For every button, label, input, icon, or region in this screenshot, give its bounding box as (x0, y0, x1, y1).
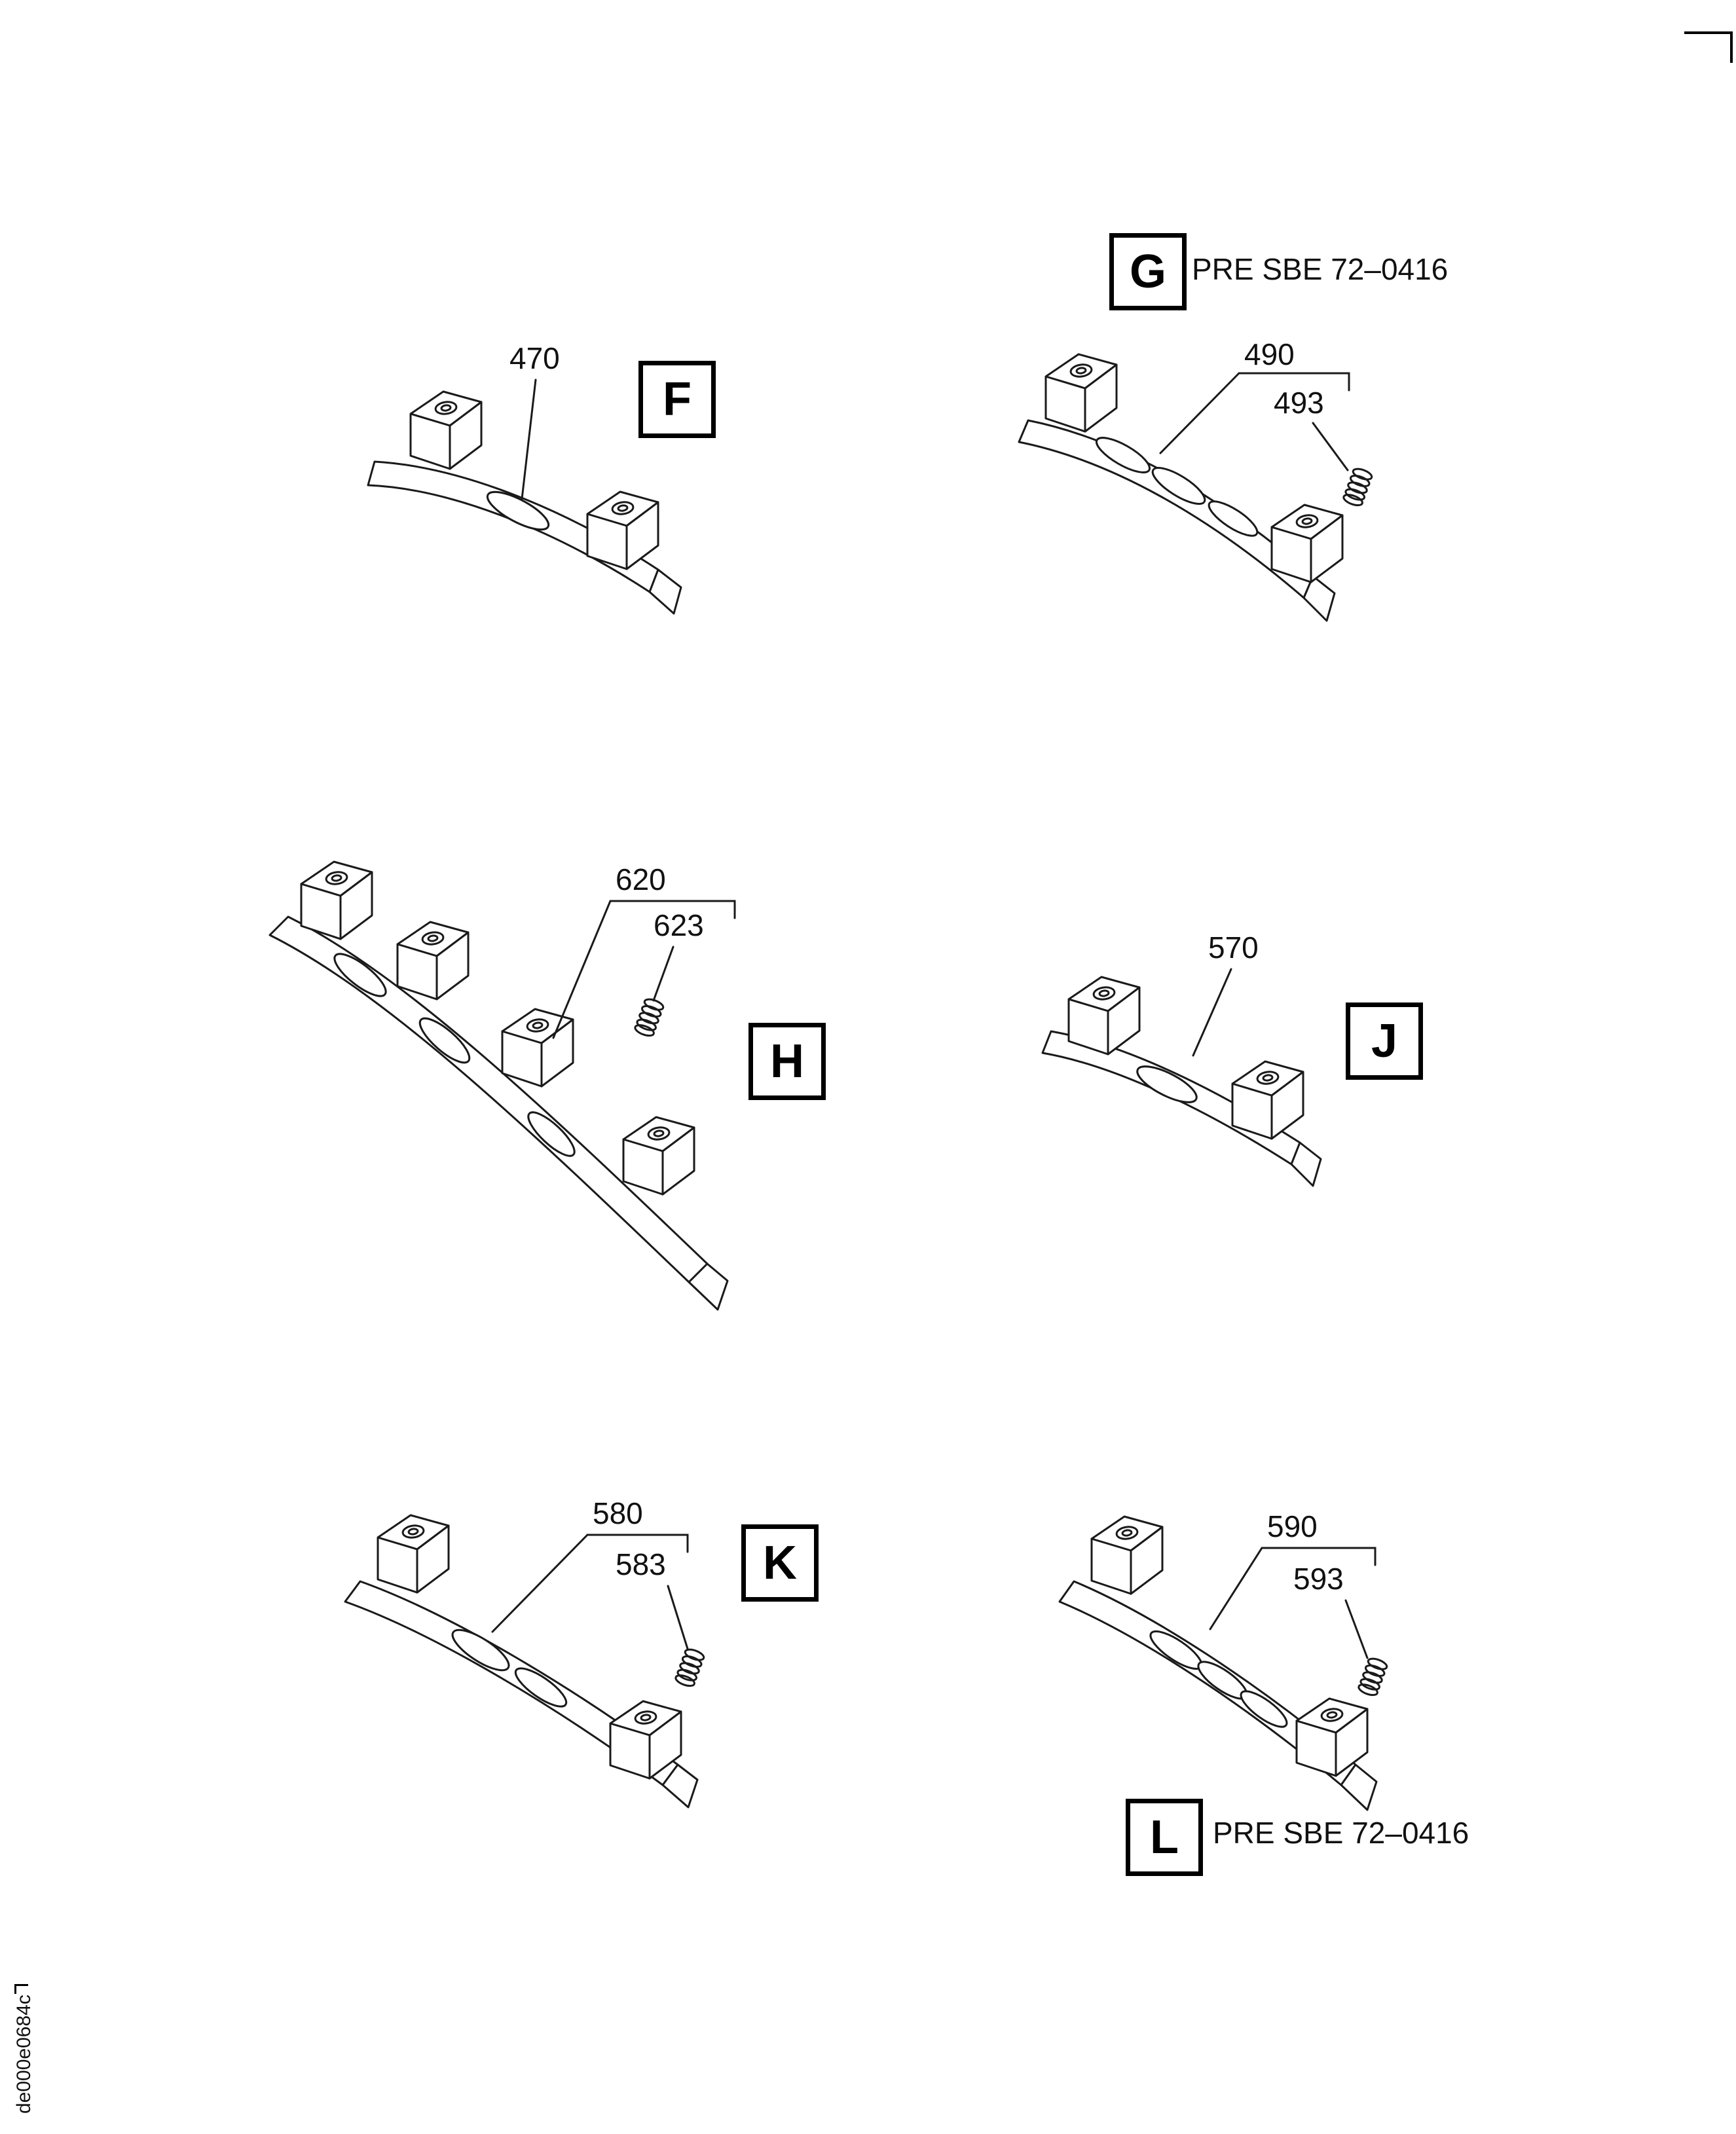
leader-line (667, 1585, 689, 1650)
callout-part-number: 470 (509, 341, 560, 375)
mounting-block (1067, 976, 1141, 1056)
panel-g: 490 493 G PRE SBE 72–0416 (982, 223, 1506, 668)
callout-bracket (1238, 372, 1350, 392)
end-flange (688, 1262, 729, 1311)
mounting-block (396, 921, 470, 1001)
panel-f: 470 F (367, 327, 733, 635)
panel-letter-box-f: F (638, 361, 716, 438)
mounting-block (300, 860, 373, 940)
panel-letter: K (763, 1537, 797, 1589)
panel-letter: H (770, 1035, 804, 1088)
leader-line (1312, 422, 1349, 471)
callout-part-number: 570 (1208, 930, 1259, 965)
end-flange (661, 1763, 699, 1809)
panel-k: 580 583 K (314, 1480, 838, 1860)
code-corner-mark (14, 1984, 28, 1994)
leader-line (652, 946, 674, 1002)
callout-part-number: 490 (1244, 337, 1295, 371)
callout-part-number: 620 (616, 862, 666, 896)
leader-line (552, 900, 612, 1039)
rail-hole (418, 1017, 471, 1064)
rail-hole (527, 1111, 576, 1157)
leader-line (1159, 372, 1240, 454)
coil-spring (1341, 466, 1375, 509)
callout-spring-number: 623 (654, 908, 704, 942)
coil-spring (673, 1646, 707, 1689)
rail-hole (333, 953, 387, 997)
mounting-block (409, 390, 483, 470)
coil-spring (1356, 1655, 1390, 1699)
mounting-block (622, 1116, 695, 1196)
callout-part-number: 590 (1267, 1509, 1318, 1543)
bracket-drawing-f (367, 378, 682, 615)
panel-letter: L (1150, 1811, 1179, 1864)
leader-line (1192, 968, 1232, 1057)
bracket-drawing-j (1041, 968, 1322, 1187)
callout-bracket (1261, 1547, 1376, 1566)
panel-letter-box-h: H (748, 1023, 826, 1100)
bracket-drawing-h (268, 860, 736, 1311)
panel-letter-box-l: L (1126, 1799, 1203, 1876)
document-code: de000e0684c (13, 1995, 35, 2114)
panel-letter-box-g: G (1109, 233, 1187, 310)
rail-hole (451, 1628, 510, 1672)
rail-band (268, 915, 709, 1283)
rail-hole (486, 490, 550, 531)
coil-spring (633, 996, 666, 1039)
mounting-block (1295, 1697, 1369, 1777)
panel-note: PRE SBE 72–0416 (1192, 252, 1449, 286)
panel-h: 620 623 H (249, 805, 851, 1342)
callout-part-number: 580 (593, 1496, 643, 1530)
bracket-drawing-k (344, 1514, 707, 1809)
rail-hole (1136, 1065, 1198, 1103)
rail-hole (514, 1667, 568, 1708)
panel-letter: G (1129, 246, 1166, 298)
mounting-block (1270, 504, 1344, 583)
callout-spring-number: 593 (1293, 1562, 1344, 1596)
leader-line (491, 1534, 589, 1633)
rail-hole (1095, 437, 1151, 473)
rail-hole (1151, 467, 1206, 505)
mounting-block (501, 1008, 574, 1088)
leader-line (1344, 1599, 1369, 1659)
end-flange (648, 568, 682, 615)
leader-line (1209, 1547, 1263, 1630)
callout-bracket (609, 900, 736, 919)
leader-line (521, 378, 537, 500)
bracket-drawing-g (1018, 353, 1375, 622)
mounting-block (586, 490, 659, 570)
panel-letter-box-j: J (1346, 1003, 1423, 1080)
panel-letter: F (663, 373, 692, 426)
panel-letter-box-k: K (741, 1524, 819, 1602)
panel-letter: J (1371, 1015, 1398, 1067)
callout-spring-number: 583 (616, 1547, 666, 1581)
end-flange (1302, 575, 1336, 622)
mounting-block (1090, 1515, 1164, 1595)
panel-j: 570 J (1022, 917, 1480, 1218)
rail-hole (1240, 1690, 1288, 1728)
rail-hole (1208, 500, 1259, 537)
mounting-block (1044, 353, 1118, 433)
page-corner-mark (1684, 31, 1733, 63)
callout-spring-number: 493 (1274, 386, 1324, 420)
bracket-drawing-l (1058, 1515, 1390, 1811)
end-flange (1340, 1763, 1378, 1811)
mounting-block (1231, 1060, 1304, 1140)
end-flange (1290, 1141, 1322, 1187)
panel-l: 590 593 L PRE SBE 72–0416 (1022, 1480, 1565, 1925)
panel-note: PRE SBE 72–0416 (1213, 1816, 1469, 1850)
callout-bracket (586, 1534, 689, 1553)
mounting-block (377, 1514, 450, 1594)
